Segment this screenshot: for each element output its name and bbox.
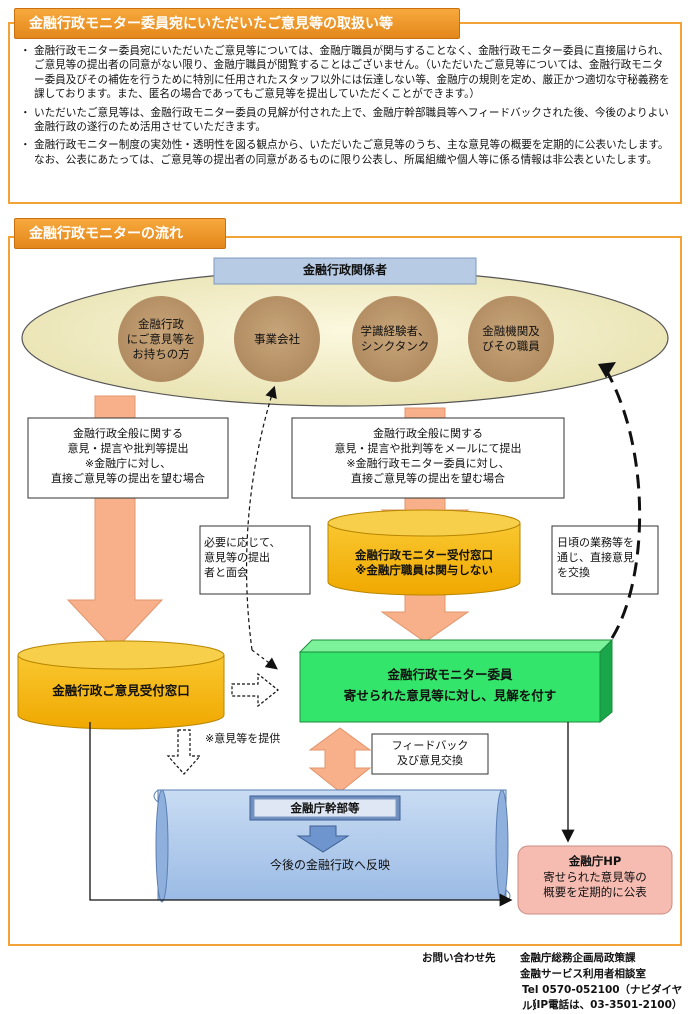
group-companies-label: 事業会社 [254, 331, 300, 346]
meeting-to-member-dashed [251, 649, 278, 670]
hp-title: 金融庁HP [568, 854, 622, 868]
reflect-label: 今後の金融行政へ反映 [269, 858, 390, 872]
group-individuals: 金融行政 にご意見等を お持ちの方 [118, 296, 204, 382]
stakeholder-title: 金融行政関係者 [302, 263, 387, 277]
monitor-window-label: 金融行政モニター受付窓口 ※金融庁職員は関与しない [355, 548, 493, 577]
left-arrow-label: 金融行政全般に関する 意見・提言や批判等提出 ※金融庁に対し、 直接ご意見等の提… [51, 427, 205, 485]
center-arrow-label: 金融行政全般に関する 意見・提言や批判等をメールにて提出 ※金融行政モニター委員… [334, 427, 522, 485]
daily-note-box [551, 525, 659, 595]
provide-note: ※意見等を提供 [205, 732, 281, 745]
feedback-note: フィードバック 及び意見交換 [391, 739, 469, 767]
group-financial-institutions: 金融機関及 びその職員 [468, 296, 554, 382]
flow-title: 金融行政モニターの流れ [14, 218, 226, 249]
executives-scroll [153, 789, 511, 903]
fsa-to-hp-line [89, 722, 513, 907]
contact-label: お問い合わせ先 [422, 952, 496, 964]
window-to-member-arrow [380, 589, 470, 643]
stakeholder-title-box [213, 257, 477, 285]
left-arrow-label-box [27, 417, 229, 499]
feedback-arrow [308, 727, 372, 793]
notice-bullet-2: いただいたご意見等は、金融行政モニター委員の見解が付された上で、金融庁幹部職員等… [20, 106, 672, 135]
fsa-provide-hollow-arrow [166, 729, 202, 775]
contact-line-4: （IP電話は、03-3501-2100） [526, 999, 683, 1011]
daily-exchange-dashed-arrow [603, 367, 642, 639]
monitor-member-sub: 寄せられた意見等に対し、見解を付す [343, 688, 557, 703]
fsa-window-label: 金融行政ご意見受付窓口 [52, 683, 190, 698]
notice-list: 金融行政モニター委員宛にいただいたご意見等については、金融庁職員が関与することな… [20, 44, 672, 171]
fsa-to-member-hollow-arrow [231, 672, 279, 708]
daily-note: 日頃の業務等を 通じ、直接意見 を交換 [557, 536, 634, 579]
notice-title: 金融行政モニター委員宛にいただいたご意見等の取扱い等 [14, 8, 460, 39]
monitor-window-cylinder [327, 509, 521, 596]
feedback-note-box [371, 733, 489, 775]
notice-bullet-3: 金融行政モニター制度の実効性・透明性を図る観点から、いただいたご意見等のうち、主… [20, 138, 672, 167]
daily-exchange-arrowhead [598, 362, 616, 378]
hp-text: 寄せられた意見等の 概要を定期的に公表 [543, 870, 647, 899]
meeting-dashed-arrow [245, 385, 277, 651]
notice-bullet-1: 金融行政モニター委員宛にいただいたご意見等については、金融庁職員が関与することな… [20, 44, 672, 102]
group-individuals-label: 金融行政 にご意見等を お持ちの方 [126, 316, 196, 361]
contact-line-3: Tel 0570-052100（ナビダイヤル） [522, 984, 683, 1012]
group-companies: 事業会社 [234, 296, 320, 382]
fsa-window-cylinder [17, 640, 225, 730]
center-arrow-label-box [291, 417, 565, 499]
contact-line-2: 金融サービス利用者相談室 [520, 968, 646, 980]
flow-frame [8, 236, 682, 946]
monitor-member-title: 金融行政モニター委員 [387, 667, 513, 682]
meeting-note-box [199, 525, 311, 595]
group-academics-label: 学識経験者、 シンクタンク [360, 324, 430, 353]
contact-line-1: 金融庁総務企画局政策課 [520, 952, 636, 964]
monitor-member-box [298, 638, 614, 724]
hp-box [517, 845, 673, 915]
executives-label: 金融庁幹部等 [290, 801, 360, 815]
group-academics: 学識経験者、 シンクタンク [352, 296, 438, 382]
meeting-note: 必要に応じて、 意見等の提出 者と面会 [204, 536, 281, 579]
group-financial-institutions-label: 金融機関及 びその職員 [482, 324, 540, 353]
